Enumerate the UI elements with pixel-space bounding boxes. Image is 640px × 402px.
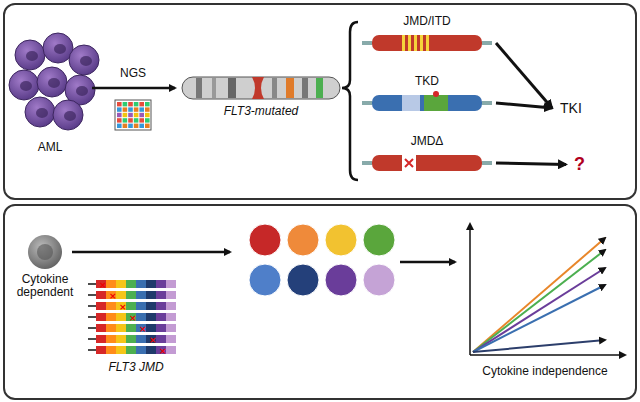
svg-text:×: ×: [119, 302, 127, 312]
label: NGS: [120, 66, 146, 80]
svg-text:×: ×: [129, 313, 137, 323]
svg-text:×: ×: [109, 291, 117, 301]
node-label: ?: [570, 150, 589, 179]
brace: [342, 22, 358, 180]
jmd-library: ×××××××: [88, 280, 176, 356]
arrow-connector: [496, 103, 552, 108]
receptor-bar: [362, 151, 492, 175]
svg-text:×: ×: [159, 346, 167, 356]
chromosome: [182, 77, 340, 99]
arrow-connector: [496, 163, 566, 165]
label: AML: [38, 140, 63, 154]
arrow: [72, 251, 230, 254]
arrow: [92, 87, 175, 90]
ngs-chip: [115, 100, 151, 130]
svg-text:×: ×: [149, 335, 157, 345]
svg-text:×: ×: [139, 324, 147, 334]
svg-text:×: ×: [99, 280, 107, 290]
node-label: JMD/ITD: [362, 14, 492, 28]
label: Cytokine dependent: [10, 273, 80, 299]
receptor-bar: [362, 91, 492, 115]
receptor: JMD/ITD: [362, 14, 492, 55]
receptor: JMDΔ: [362, 134, 492, 175]
outcome: ?: [570, 150, 589, 179]
node-label: TKI: [556, 96, 586, 120]
label: FLT3 JMD: [108, 360, 163, 374]
arrow: [400, 261, 455, 264]
label: Cytokine independence: [482, 364, 607, 378]
chart: [470, 224, 625, 355]
top-panel: [3, 3, 637, 200]
gray-cell: [28, 235, 62, 269]
mutant-cells: [249, 224, 395, 296]
node-label: TKD: [362, 74, 492, 88]
receptor-bar: [362, 31, 492, 55]
aml-cells: [9, 33, 99, 130]
receptor: TKD: [362, 74, 492, 115]
label: FLT3-mutated: [224, 104, 298, 118]
arrow-connector: [496, 43, 552, 108]
node-label: JMDΔ: [362, 134, 492, 148]
outcome: TKI: [556, 96, 586, 120]
